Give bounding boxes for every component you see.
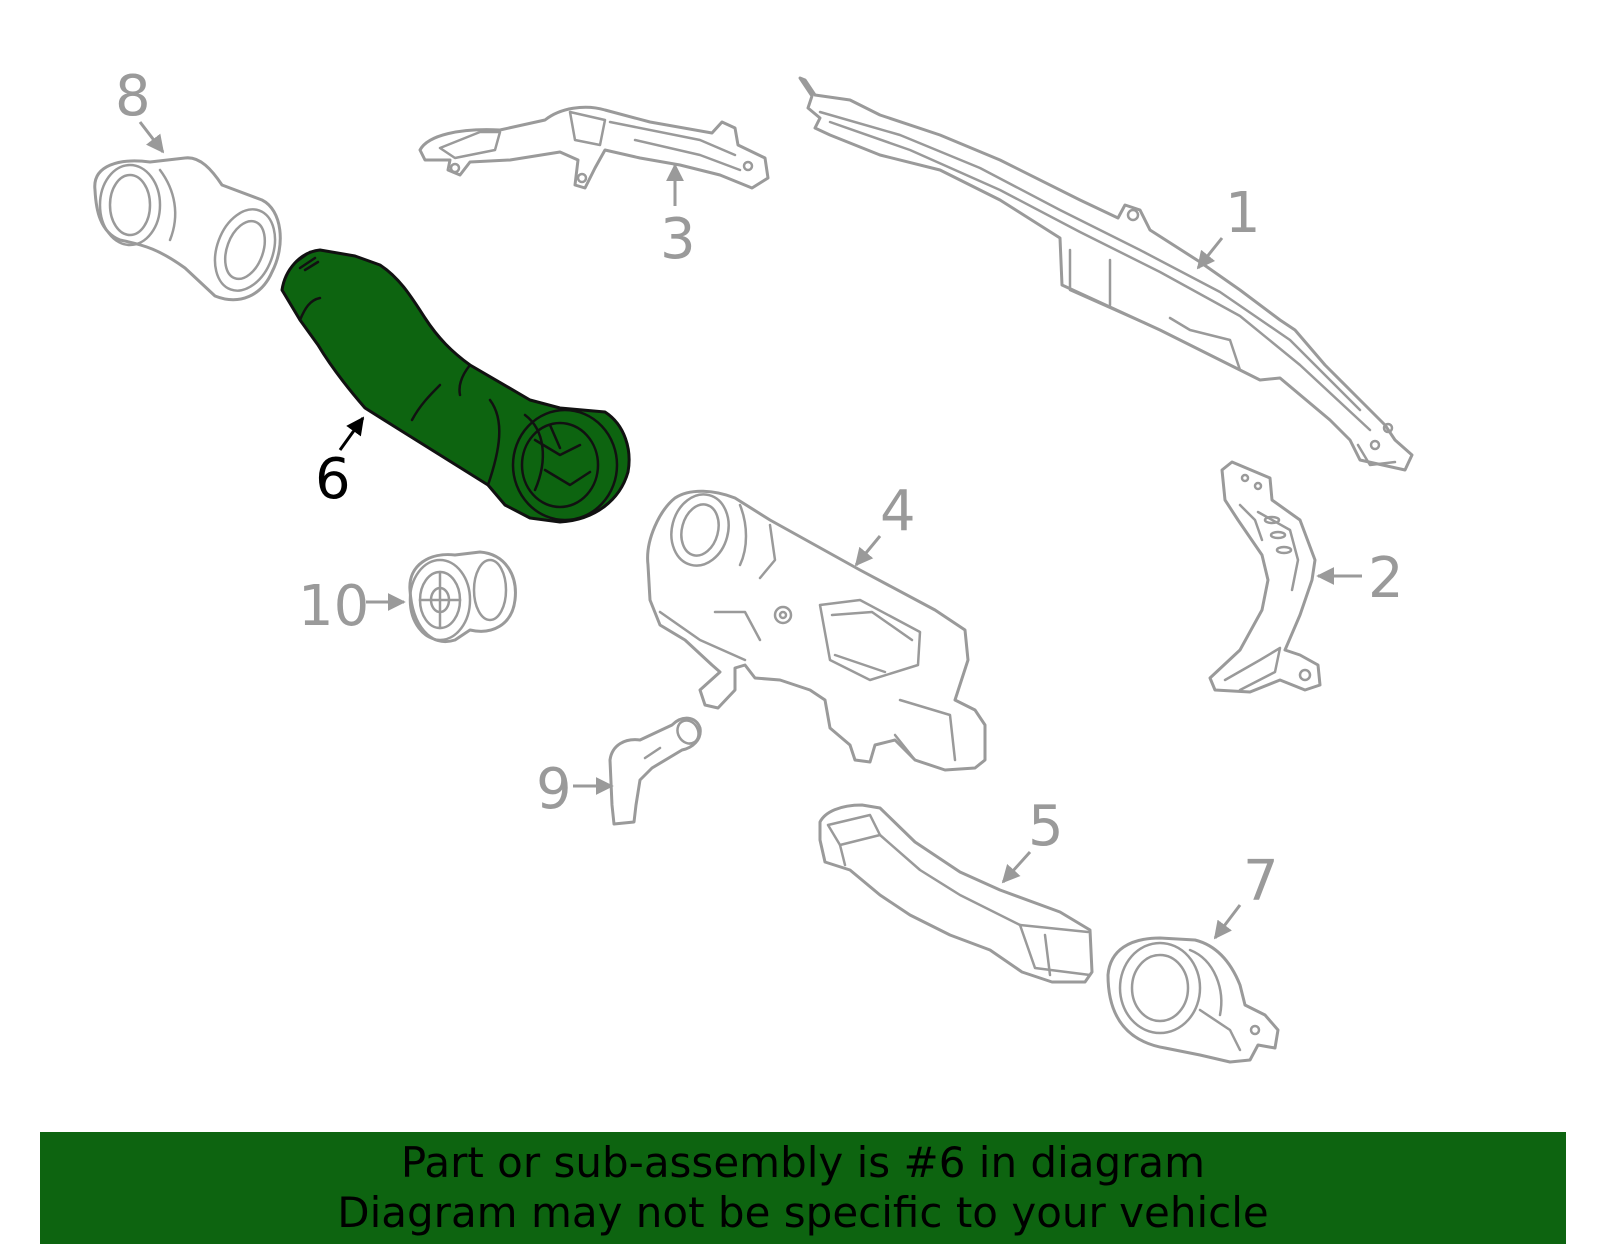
leader-7 [1213,904,1242,940]
part-10-round-vent[interactable] [408,550,517,643]
callout-10: 10 [298,574,406,639]
callout-label-9: 9 [536,757,572,822]
leader-6 [338,416,365,451]
callout-3: 3 [660,163,696,272]
banner-line-part-info: Part or sub-assembly is #6 in diagram [400,1138,1206,1187]
part-6-highlighted-duct[interactable] [280,248,631,524]
callout-5: 5 [1001,794,1064,884]
callout-6: 6 [315,416,365,512]
callout-9: 9 [536,757,614,822]
callout-label-8: 8 [115,64,151,129]
leader-8 [138,121,165,154]
callout-label-5: 5 [1028,794,1064,859]
callout-label-3: 3 [660,207,696,272]
leader-1 [1196,237,1224,270]
callout-label-2: 2 [1368,546,1404,611]
callout-label-4: 4 [880,479,916,544]
callout-label-6: 6 [315,447,351,512]
part-7-vent-housing[interactable] [1106,936,1280,1064]
part-3-bracket[interactable] [418,105,770,190]
callout-8: 8 [115,64,165,154]
callout-label-7: 7 [1243,849,1279,914]
leader-5 [1001,850,1032,884]
callout-label-10: 10 [298,574,369,639]
callout-4: 4 [854,479,916,567]
part-2-side-bracket[interactable] [1208,460,1322,694]
part-4-center-duct[interactable] [646,488,987,772]
callout-1: 1 [1196,181,1261,270]
callout-7: 7 [1213,849,1279,940]
info-banner: Part or sub-assembly is #6 in diagram Di… [40,1132,1566,1244]
banner-line-disclaimer: Diagram may not be specific to your vehi… [337,1188,1269,1237]
leader-4 [854,535,882,567]
callout-2: 2 [1316,546,1404,611]
callout-label-1: 1 [1225,181,1261,246]
part-8-duct[interactable] [93,156,286,302]
part-5-rect-duct[interactable] [818,803,1094,984]
part-1-cross-bracket[interactable] [798,76,1414,472]
part-9-tube[interactable] [608,716,703,826]
